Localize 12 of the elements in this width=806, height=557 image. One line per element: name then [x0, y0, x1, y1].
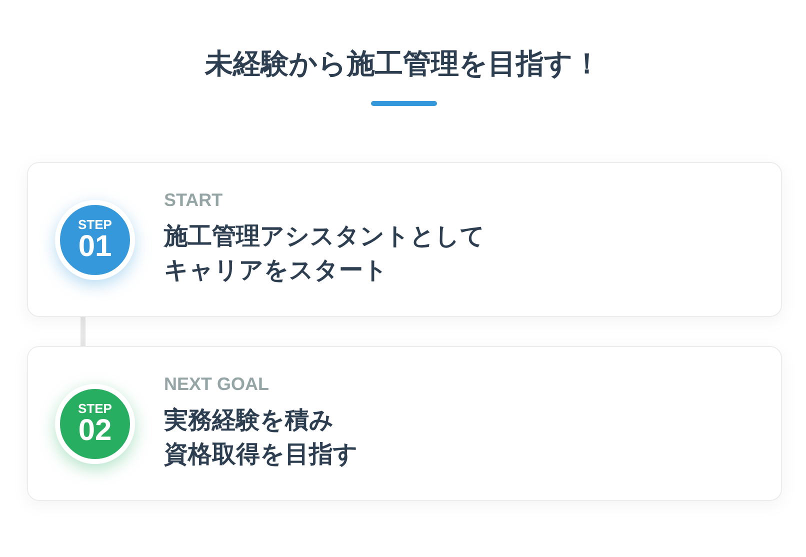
timeline-connector [80, 317, 86, 346]
step-card [27, 162, 782, 317]
step-label: STEP [78, 218, 112, 232]
step-number: 01 [78, 232, 112, 262]
step-heading: NEXT GOAL [164, 373, 270, 395]
step-number: 02 [78, 416, 112, 446]
step-card [27, 346, 782, 501]
step-description: 実務経験を積み資格取得を目指す [164, 405, 358, 470]
title: 未経験から施工管理を目指す！ [205, 46, 601, 82]
step-heading: START [164, 189, 223, 211]
step-description: 施工管理アシスタントとしてキャリアをスタート [164, 221, 485, 286]
step-label: STEP [78, 402, 112, 416]
